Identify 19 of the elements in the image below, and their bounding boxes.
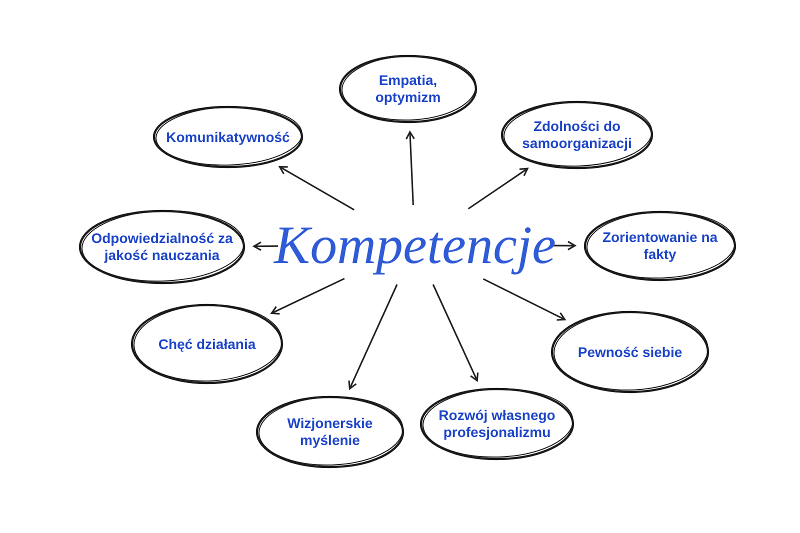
node-label: Pewność siebie xyxy=(576,344,684,360)
arrow xyxy=(253,241,278,252)
title-text: Kompetencje xyxy=(274,218,556,272)
arrow xyxy=(482,278,566,321)
arrow xyxy=(348,284,398,390)
arrow xyxy=(552,240,576,250)
arrow xyxy=(405,131,416,206)
arrow xyxy=(432,284,479,382)
node-label: Wizjonerskie myślenie xyxy=(286,415,374,449)
node-label: Komunikatywność xyxy=(165,128,291,146)
arrow xyxy=(278,166,355,211)
arrow xyxy=(270,278,345,315)
node-label: Zdolności do samoorganizacji xyxy=(521,118,633,152)
arrow xyxy=(468,168,528,210)
node-label: Zorientowanie na fakty xyxy=(601,229,719,263)
node-label: Rozwój własnego profesjonalizmu xyxy=(438,407,556,441)
node-label: Odpowiedzialność za jakość nauczania xyxy=(90,230,234,264)
node-label: Chęć działania xyxy=(157,336,257,352)
node-label: Empatia, optymizm xyxy=(374,72,442,106)
